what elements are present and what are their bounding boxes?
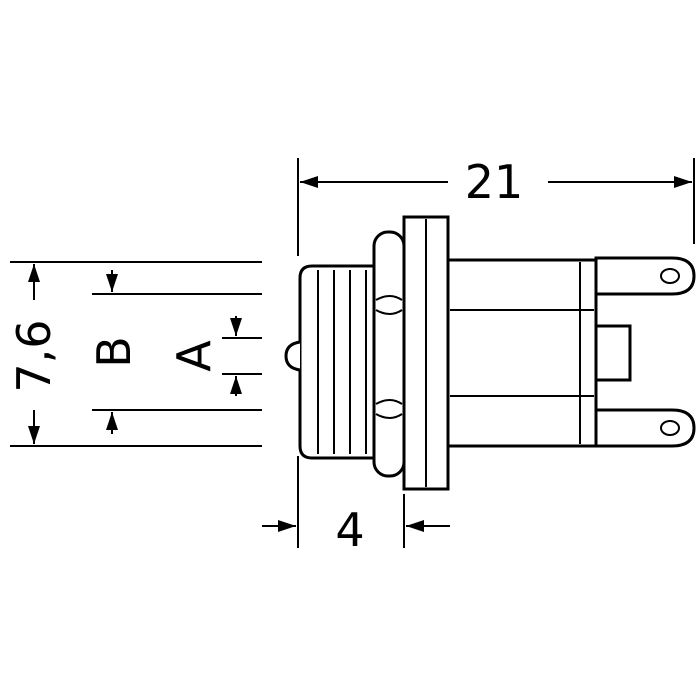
hex-nut [372, 230, 406, 478]
solder-lug-bottom [594, 408, 696, 448]
dimension-thread-length: 4 [262, 456, 450, 557]
dimension-outer-diameter: 7,6 [7, 261, 262, 447]
rear-housing [446, 258, 632, 448]
dimension-a: A [167, 316, 262, 396]
label-overall-length: 21 [465, 155, 524, 209]
thread-lines [317, 270, 367, 454]
solder-lug-top [594, 256, 696, 296]
threaded-barrel [298, 264, 382, 460]
center-pin [284, 340, 301, 372]
dimension-b: B [87, 270, 262, 434]
label-dim-b: B [87, 336, 141, 368]
label-outer-diameter: 7,6 [7, 319, 61, 392]
label-dim-a: A [167, 340, 221, 372]
label-thread-length: 4 [335, 503, 364, 557]
connector-body [284, 215, 696, 491]
dimension-overall-length: 21 [297, 155, 695, 256]
